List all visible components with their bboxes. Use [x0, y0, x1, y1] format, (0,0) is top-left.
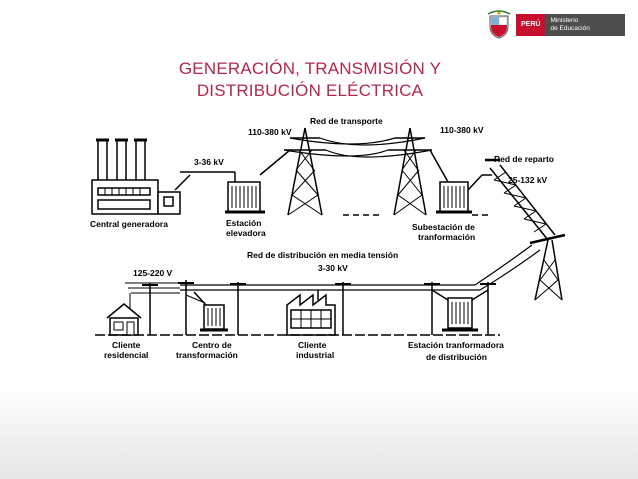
label-red-transporte: Red de transporte	[310, 116, 383, 126]
house-icon	[106, 303, 142, 336]
label-cliente-industrial-1: Cliente	[298, 340, 327, 350]
country-badge: PERÚ	[516, 14, 546, 36]
slide-title: GENERACIÓN, TRANSMISIÓN Y DISTRIBUCIÓN E…	[130, 58, 490, 102]
label-voltage-3-36: 3-36 kV	[194, 157, 224, 167]
distribution-lattice-line	[485, 158, 556, 241]
label-cliente-industrial-2: industrial	[296, 350, 334, 360]
label-tranformacion: tranformación	[418, 232, 475, 242]
label-red-media-tension: Red de distribución en media tensión	[247, 250, 398, 260]
label-centro-de: Centro de	[192, 340, 232, 350]
label-voltage-110-left: 110-380 kV	[248, 127, 292, 137]
transformation-center-icon	[178, 280, 228, 335]
pole-icon	[335, 282, 351, 335]
label-cliente-residencial-2: residencial	[104, 350, 148, 360]
label-voltage-125-220: 125-220 V	[133, 268, 173, 278]
label-de-distribucion: de distribución	[426, 352, 487, 362]
ministry-line-2: de Educación	[550, 25, 590, 32]
ministry-logo: PERÚ Ministerio de Educación	[486, 8, 626, 42]
label-elevadora: elevadora	[226, 228, 266, 238]
label-estacion: Estación	[226, 218, 261, 228]
label-transformacion: transformación	[176, 350, 238, 360]
label-voltage-3-30: 3-30 kV	[318, 263, 348, 273]
distribution-tower-right	[529, 233, 566, 301]
substation-transformer-icon	[429, 149, 492, 214]
transmission-tower-right	[388, 127, 432, 216]
label-voltage-25-132: 25-132 kV	[508, 175, 548, 185]
ministry-line-1: Ministerio	[550, 17, 579, 24]
label-red-reparto: Red de reparto	[494, 154, 554, 164]
step-up-transformer-icon	[225, 149, 291, 214]
coat-of-arms-icon	[487, 10, 511, 39]
title-line-1: GENERACIÓN, TRANSMISIÓN Y	[178, 59, 442, 78]
power-plant-icon	[91, 138, 191, 215]
label-subestacion: Subestación de	[412, 222, 475, 232]
ministry-badge: Ministerio de Educación	[545, 14, 626, 36]
transmission-tower-left	[284, 127, 326, 216]
label-estacion-tranformadora: Estación tranformadora	[408, 340, 504, 350]
label-voltage-110-right: 110-380 kV	[440, 125, 484, 135]
label-cliente-residencial-1: Cliente	[112, 340, 141, 350]
title-line-2: DISTRIBUCIÓN ELÉCTRICA	[196, 81, 424, 100]
distribution-station-icon	[424, 282, 496, 335]
pole-icon	[230, 282, 246, 335]
factory-icon	[286, 290, 336, 336]
label-central-generadora: Central generadora	[90, 219, 168, 229]
